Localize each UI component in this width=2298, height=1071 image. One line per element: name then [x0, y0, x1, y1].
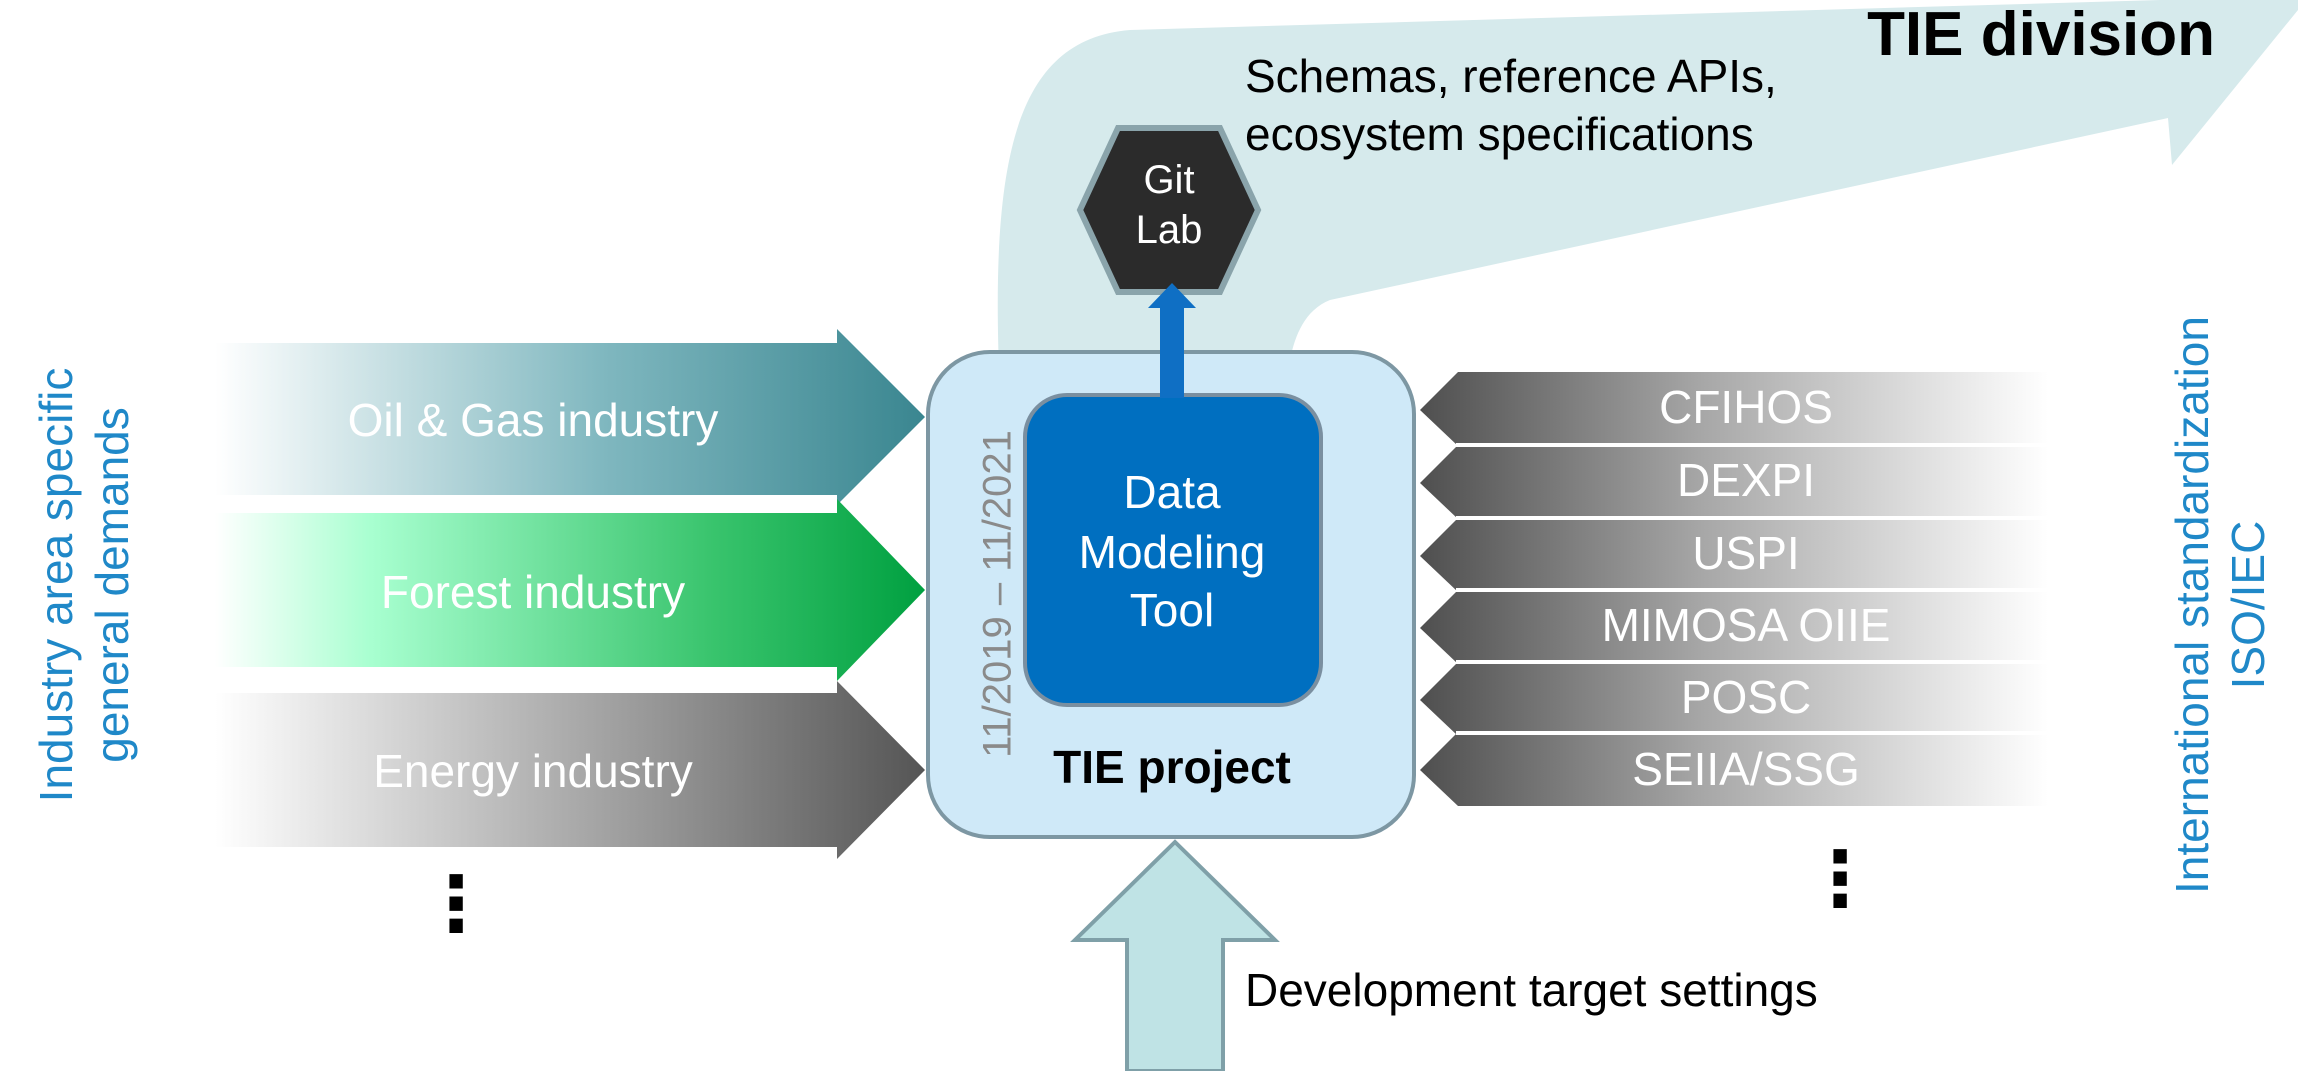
tool-line1: Data — [1123, 466, 1221, 518]
division-title: TIE division — [1867, 0, 2215, 69]
industry-label-oil-gas: Oil & Gas industry — [348, 394, 719, 446]
industry-arrow-oil-gas — [215, 329, 925, 505]
standard-arrow-dexpi — [1420, 445, 2048, 519]
standards-stack: CFIHOS DEXPI USPI MIMOSA OIIE POSC SEIIA… — [1420, 372, 2048, 806]
standards-more-ellipsis: ⋮ — [1802, 834, 1878, 923]
industry-more-ellipsis: ⋮ — [418, 859, 494, 948]
standard-arrow-uspi — [1420, 518, 2048, 592]
industry-label-forest: Forest industry — [381, 566, 685, 618]
project-period: 11/2019 – 11/2021 — [976, 430, 1020, 758]
tool-line2: Modeling — [1079, 526, 1266, 578]
standards-separators — [1456, 443, 2048, 735]
standard-label-posc: POSC — [1681, 671, 1811, 723]
standard-arrow-mimosa — [1420, 590, 2048, 664]
division-band — [997, 0, 2298, 395]
gitlab-line1: Git — [1143, 158, 1194, 202]
standardization-line2: ISO/IEC — [2222, 520, 2274, 690]
standard-label-seiia: SEIIA/SSG — [1632, 743, 1860, 795]
industry-demands-label: Industry area specific general demands — [28, 368, 140, 803]
industry-arrow-energy — [215, 681, 925, 859]
tool-to-gitlab-arrowhead — [1148, 283, 1196, 308]
outputs-line2: ecosystem specifications — [1245, 108, 1754, 160]
standard-label-uspi: USPI — [1692, 527, 1799, 579]
industry-label-energy: Energy industry — [373, 745, 693, 797]
tool-to-gitlab-shaft — [1160, 304, 1184, 398]
tool-line3: Tool — [1130, 584, 1214, 636]
industry-arrow-forest — [215, 499, 925, 681]
gitlab-hexagon — [1076, 125, 1262, 295]
development-target-arrow — [1070, 839, 1280, 1071]
standard-arrow-cfihos — [1420, 372, 2048, 446]
industry-demands-line1: Industry area specific — [30, 367, 82, 803]
industry-demands-line2: general demands — [86, 407, 138, 763]
standard-label-cfihos: CFIHOS — [1659, 381, 1833, 433]
standard-arrow-seiia — [1420, 732, 2048, 806]
standardization-label: International standardization ISO/IEC — [2164, 316, 2276, 894]
standard-label-mimosa: MIMOSA OIIE — [1602, 599, 1891, 651]
gitlab-line2: Lab — [1136, 208, 1203, 252]
standardization-line1: International standardization — [2166, 316, 2218, 894]
outputs-line1: Schemas, reference APIs, — [1245, 50, 1777, 102]
development-target-label: Development target settings — [1245, 964, 1818, 1016]
standard-label-dexpi: DEXPI — [1677, 454, 1815, 506]
standard-arrow-posc — [1420, 662, 2048, 736]
project-title: TIE project — [1053, 741, 1291, 793]
